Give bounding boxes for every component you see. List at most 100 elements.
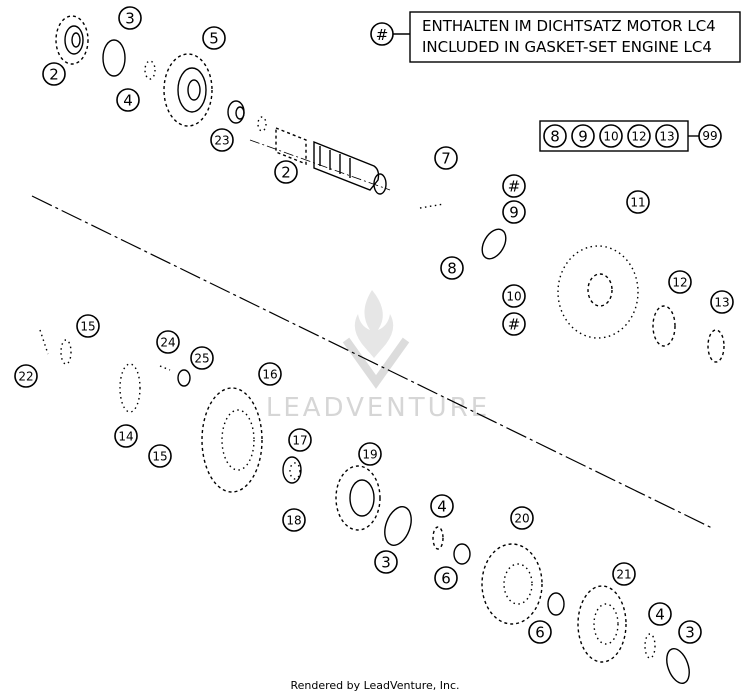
- part-25-ball[interactable]: [177, 369, 191, 387]
- callout-2-0[interactable]: 2: [274, 160, 298, 184]
- callout-8-9[interactable]: 8: [440, 256, 464, 280]
- part-11-cover[interactable]: [557, 245, 639, 339]
- part-2-gear[interactable]: [55, 15, 89, 65]
- callout-circle: [14, 364, 38, 388]
- callout-label: 12: [672, 276, 687, 290]
- callout-circle: [434, 146, 458, 170]
- callout-circle: [626, 190, 650, 214]
- callout-circle: [282, 508, 306, 532]
- kit-result[interactable]: 99: [698, 124, 722, 148]
- callout-label: 22: [18, 370, 33, 384]
- kit-member-9[interactable]: 9: [571, 124, 595, 148]
- part-14-bearing[interactable]: [119, 363, 141, 413]
- callout-label: 21: [616, 568, 631, 582]
- callout-circle: [710, 290, 734, 314]
- callout-9-8[interactable]: 9: [502, 200, 526, 224]
- callout-label: 9: [509, 204, 519, 222]
- part-19-gear[interactable]: [335, 465, 381, 531]
- callout-24-17[interactable]: 24: [156, 330, 180, 354]
- part-8-oring[interactable]: [477, 225, 510, 263]
- callout-hash-11[interactable]: #: [502, 312, 526, 336]
- callout-6-27[interactable]: 6: [434, 566, 458, 590]
- part-6-bushing[interactable]: [453, 543, 471, 565]
- kit-member-circle: [599, 124, 623, 148]
- part-24-pin[interactable]: [159, 365, 171, 371]
- part-13-seal[interactable]: [707, 329, 725, 363]
- callout-11-12[interactable]: 11: [626, 190, 650, 214]
- part-6-bushing-lower[interactable]: [547, 592, 565, 616]
- callout-circle: [274, 160, 298, 184]
- callout-circle: [502, 284, 526, 308]
- legend-line-1: ENTHALTEN IM DICHTSATZ MOTOR LC4: [422, 17, 716, 35]
- callout-18-23[interactable]: 18: [282, 508, 306, 532]
- callout-23-5[interactable]: 23: [210, 128, 234, 152]
- part-4-washer-lower[interactable]: [432, 526, 444, 550]
- callout-label: 13: [714, 296, 729, 310]
- callout-3-25[interactable]: 3: [374, 550, 398, 574]
- callout-4-3[interactable]: 4: [116, 88, 140, 112]
- callout-5-4[interactable]: 5: [202, 26, 226, 50]
- callout-hash-7[interactable]: #: [502, 174, 526, 198]
- callout-circle: [148, 444, 172, 468]
- kit-member-label: 10: [603, 130, 618, 144]
- callout-4-31[interactable]: 4: [648, 602, 672, 626]
- part-5-gear[interactable]: [163, 53, 213, 127]
- kit-member-13[interactable]: 13: [655, 124, 679, 148]
- callout-circle: [114, 424, 138, 448]
- callout-12-13[interactable]: 12: [668, 270, 692, 294]
- part-3-circlip-end[interactable]: [662, 646, 693, 687]
- callout-4-26[interactable]: 4: [430, 494, 454, 518]
- part-7-pin[interactable]: [419, 203, 445, 209]
- part-16-gear[interactable]: [201, 387, 263, 493]
- kit-member-circle: [543, 124, 567, 148]
- kit-result-label: 99: [702, 129, 717, 143]
- callout-22-16[interactable]: 22: [14, 364, 38, 388]
- part-1-shaft[interactable]: [257, 116, 387, 195]
- callout-circle: [76, 314, 100, 338]
- part-3-circlip[interactable]: [102, 39, 126, 77]
- callout-circle: [288, 428, 312, 452]
- callout-label: 3: [381, 554, 391, 572]
- kit-member-circle: [627, 124, 651, 148]
- callout-circle: [510, 506, 534, 530]
- callout-circle: [440, 256, 464, 280]
- kit-member-12[interactable]: 12: [627, 124, 651, 148]
- part-15-washer-upper[interactable]: [60, 339, 72, 365]
- callout-16-19[interactable]: 16: [258, 362, 282, 386]
- callout-21-30[interactable]: 21: [612, 562, 636, 586]
- callout-7-6[interactable]: 7: [434, 146, 458, 170]
- callout-17-22[interactable]: 17: [288, 428, 312, 452]
- callout-14-20[interactable]: 14: [114, 424, 138, 448]
- callout-20-28[interactable]: 20: [510, 506, 534, 530]
- callout-3-2[interactable]: 3: [118, 6, 142, 30]
- callout-label: 15: [152, 450, 167, 464]
- callout-15-15[interactable]: 15: [76, 314, 100, 338]
- kit-member-8[interactable]: 8: [543, 124, 567, 148]
- callout-25-18[interactable]: 25: [190, 346, 214, 370]
- kit-member-10[interactable]: 10: [599, 124, 623, 148]
- part-12-ring[interactable]: [652, 305, 676, 347]
- callout-10-10[interactable]: 10: [502, 284, 526, 308]
- callout-2-1[interactable]: 2: [42, 62, 66, 86]
- callout-circle: [156, 330, 180, 354]
- callout-6-29[interactable]: 6: [528, 620, 552, 644]
- part-23-bushing[interactable]: [227, 100, 245, 124]
- part-22-washer[interactable]: [39, 329, 49, 355]
- part-21-gear[interactable]: [577, 585, 627, 663]
- callout-19-24[interactable]: 19: [358, 442, 382, 466]
- callout-circle: [678, 620, 702, 644]
- callout-label: 20: [514, 512, 529, 526]
- callout-label: 17: [292, 434, 307, 448]
- part-17-bushing[interactable]: [282, 456, 302, 484]
- part-20-gear[interactable]: [481, 543, 543, 625]
- part-4-washer-end[interactable]: [644, 633, 656, 659]
- part-4-washer[interactable]: [144, 60, 156, 80]
- footer-credit: Rendered by LeadVenture, Inc.: [290, 679, 459, 692]
- callout-label: 6: [441, 570, 451, 588]
- callout-label: 24: [160, 336, 175, 350]
- callout-circle: [434, 566, 458, 590]
- callout-3-32[interactable]: 3: [678, 620, 702, 644]
- part-3-circlip-lower[interactable]: [380, 503, 416, 549]
- callout-13-14[interactable]: 13: [710, 290, 734, 314]
- callout-15-21[interactable]: 15: [148, 444, 172, 468]
